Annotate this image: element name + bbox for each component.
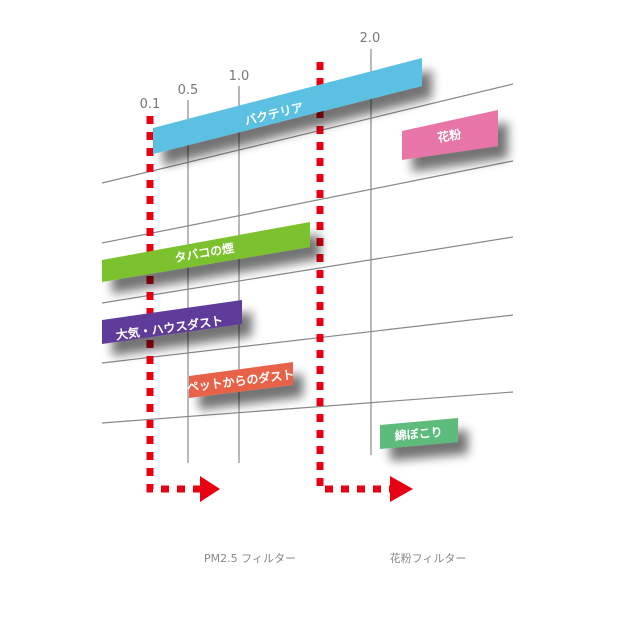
pm25-filter-label: PM2.5 フィルター — [204, 552, 296, 565]
bar-bacteria — [153, 58, 422, 154]
grid — [101, 49, 514, 463]
tick-label: 1.0 — [229, 69, 250, 84]
pm25-filter-arrow — [146, 116, 200, 493]
bar-pet-dust — [189, 362, 293, 398]
bar-tobacco-smoke — [102, 222, 310, 282]
tick-label: 0.5 — [178, 83, 199, 98]
bar-label: 綿ぼこり — [394, 424, 443, 443]
tick-label: 2.0 — [360, 31, 381, 46]
arrow-head-icon — [200, 476, 220, 502]
bar-pollen — [402, 110, 498, 160]
bar-label: 花粉 — [436, 126, 462, 145]
pollen-filter-arrow — [316, 62, 390, 493]
grid-line — [101, 160, 514, 244]
bar-cotton-dust — [380, 418, 458, 449]
grid-line — [101, 314, 514, 364]
bar-house-dust — [102, 300, 242, 344]
grid-line — [101, 236, 514, 304]
grid-line — [101, 391, 514, 424]
grid-line — [101, 83, 514, 184]
arrow-head-icon — [390, 476, 413, 502]
pollen-filter-label: 花粉フィルター — [390, 552, 467, 565]
tick-label: 0.1 — [140, 97, 161, 112]
